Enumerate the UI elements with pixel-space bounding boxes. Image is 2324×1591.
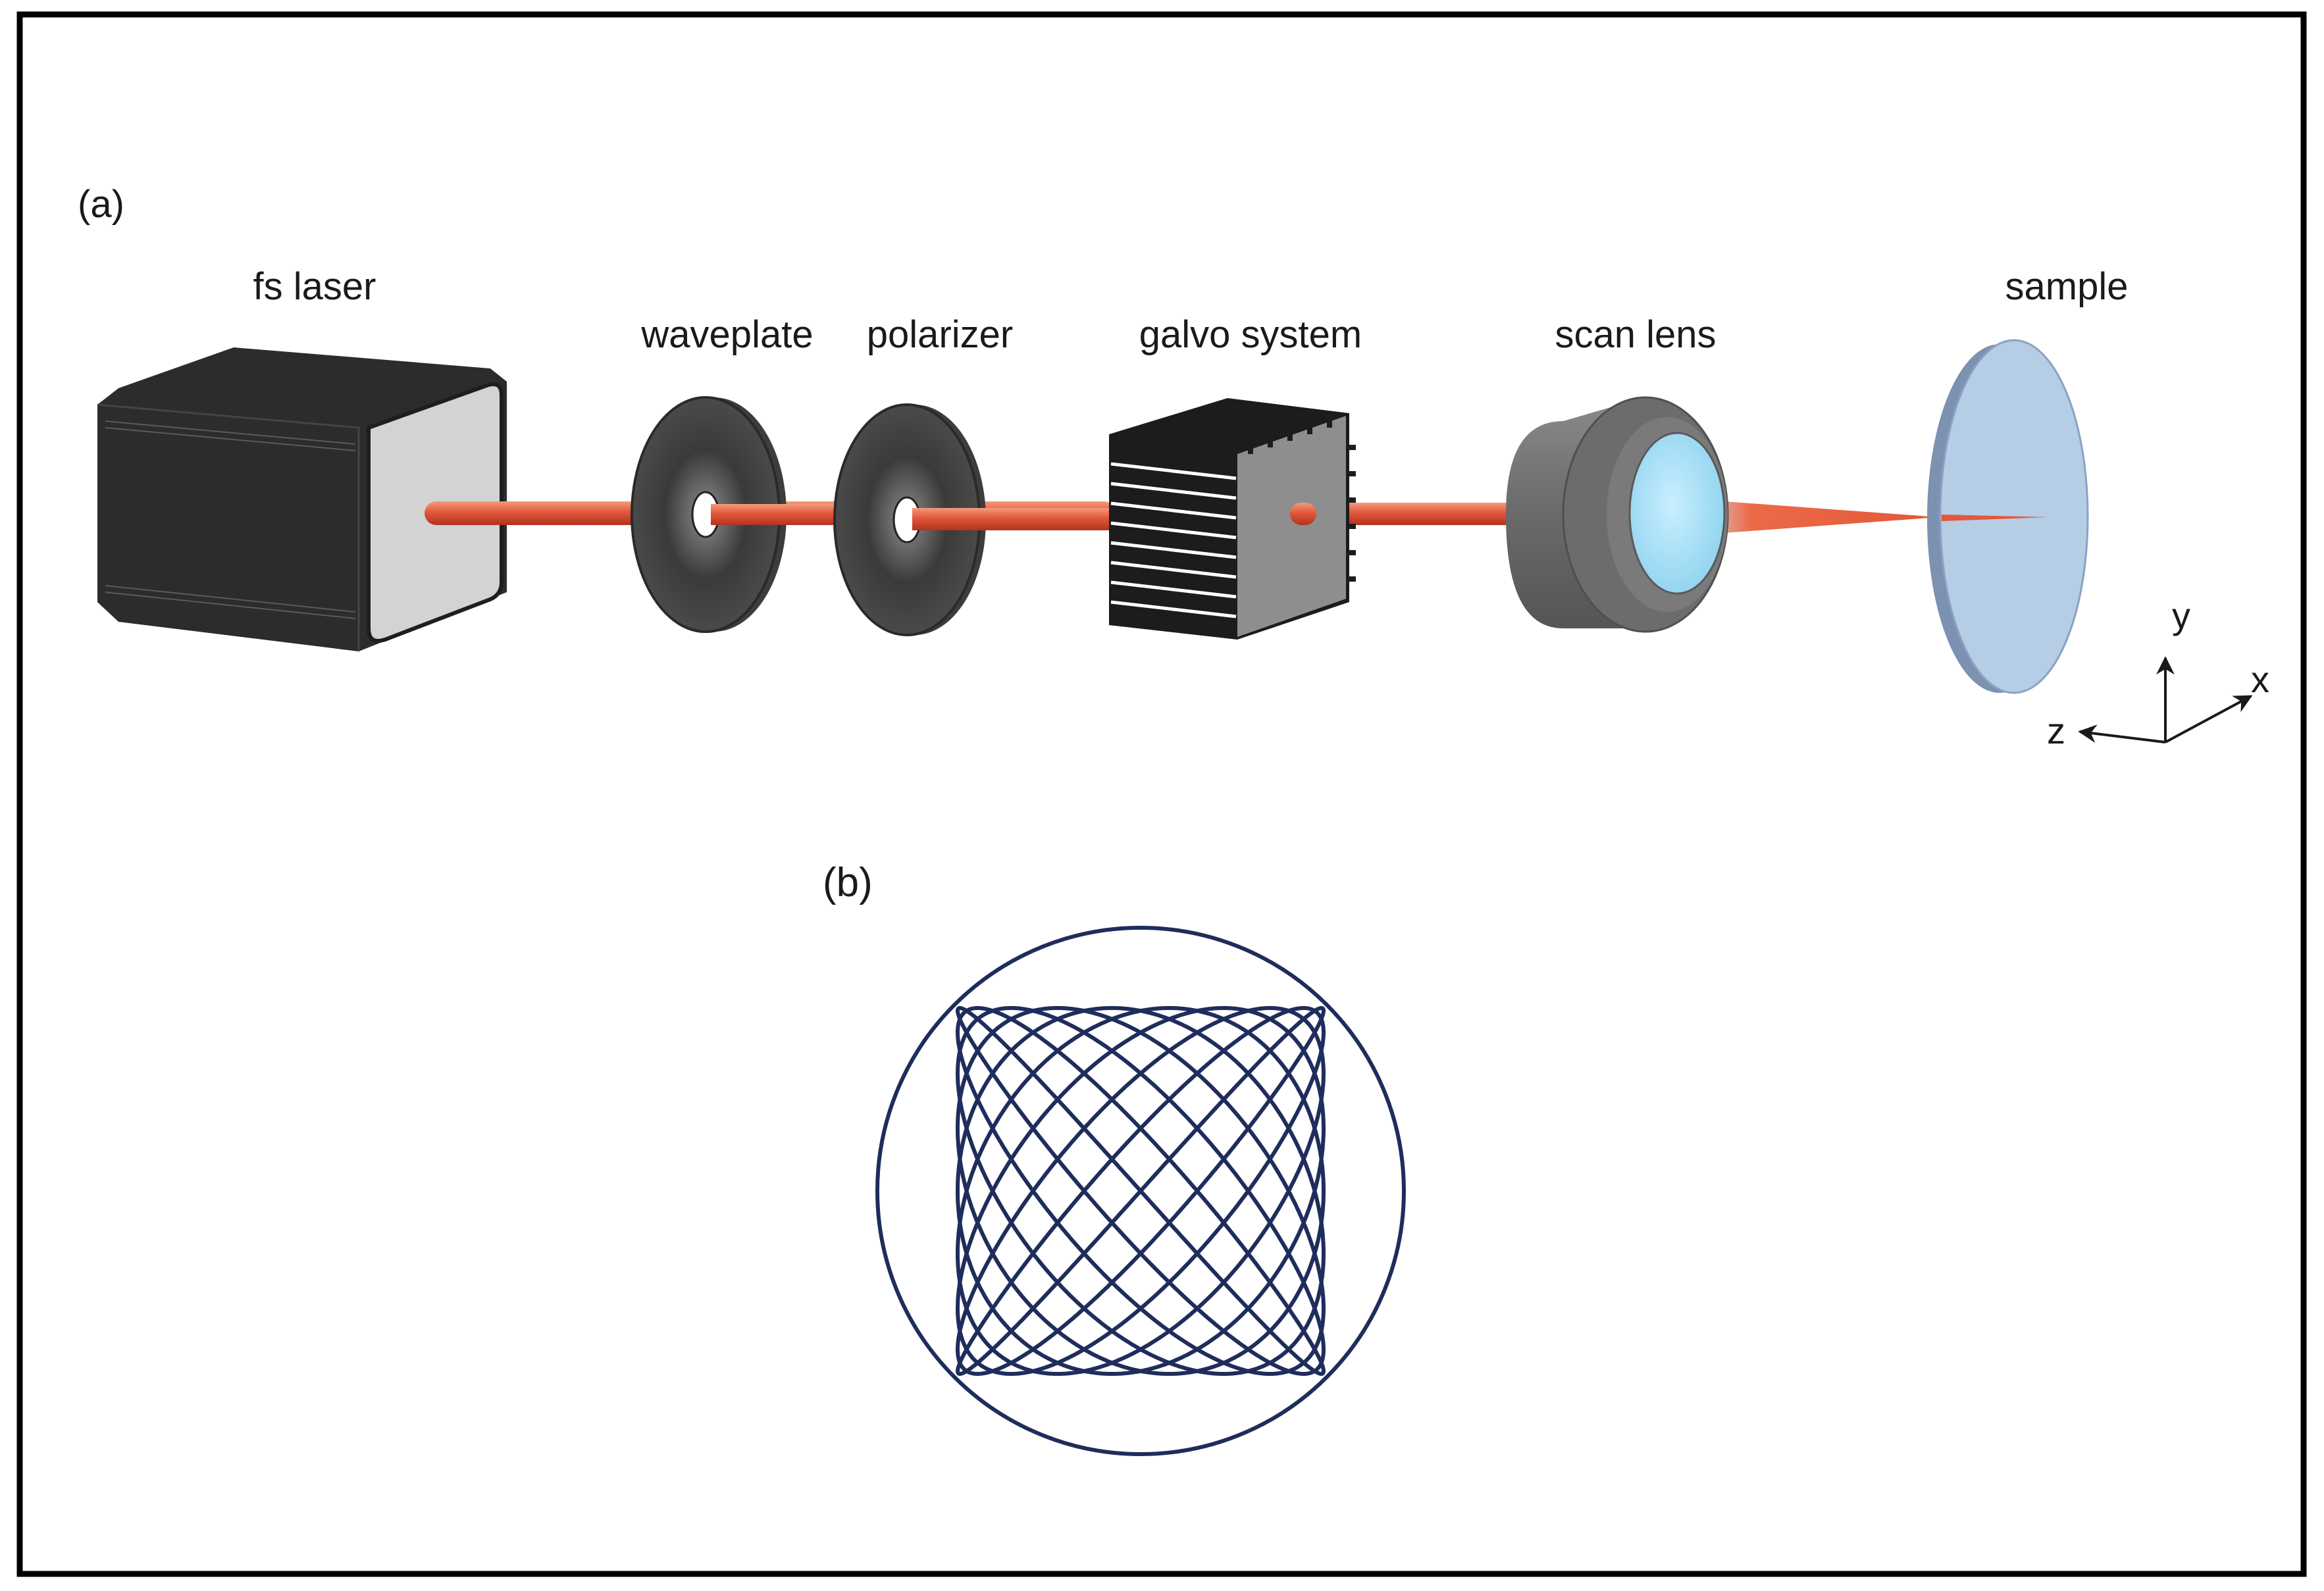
sample-icon — [1927, 339, 2089, 694]
scan-lens-label: scan lens — [1555, 313, 1716, 356]
galvo-label: galvo system — [1139, 313, 1362, 356]
sample-label: sample — [2005, 265, 2129, 308]
waveplate-label: waveplate — [640, 313, 813, 356]
lissajous-trajectory — [956, 1006, 1326, 1376]
panel-a-label: (a) — [78, 183, 124, 226]
figure-frame — [16, 11, 2307, 1577]
panel-b-label: (b) — [823, 860, 873, 905]
axis-z-label: z — [2047, 710, 2065, 751]
focused-beam-cone — [1688, 499, 1938, 536]
coordinate-axes: y x z — [2047, 595, 2269, 751]
galvo-icon — [1109, 398, 1356, 640]
axis-y-label: y — [2172, 595, 2190, 636]
scan-field-circle — [875, 926, 1406, 1456]
scan-pattern — [875, 926, 1406, 1456]
laser-label: fs laser — [253, 265, 376, 308]
polarizer-label: polarizer — [867, 313, 1013, 356]
polarizer-icon — [833, 403, 1120, 636]
laser-icon — [97, 347, 507, 651]
axis-x-label: x — [2251, 659, 2269, 700]
scan-lens-icon — [1506, 396, 1729, 633]
waveplate-icon — [631, 396, 849, 633]
